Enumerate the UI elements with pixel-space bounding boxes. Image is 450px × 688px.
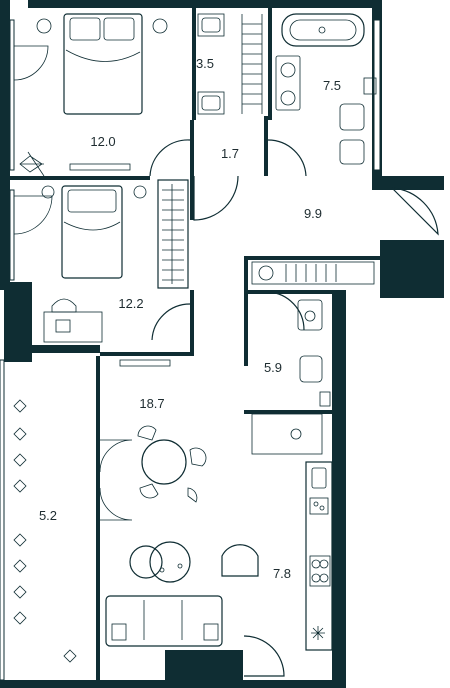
bedroom-2-furniture xyxy=(41,179,189,367)
bedroom-1-furniture xyxy=(19,13,168,177)
area-label-bathroom: 7.5 xyxy=(323,78,341,93)
area-label-balcony: 5.2 xyxy=(39,508,57,523)
bathroom-fixtures xyxy=(275,13,377,165)
toilet-fixtures xyxy=(197,13,263,115)
area-label-kitchen: 7.8 xyxy=(273,566,291,581)
balcony-plants xyxy=(13,399,77,663)
laundry-fixtures xyxy=(251,261,375,455)
area-label-hallway: 9.9 xyxy=(304,206,322,221)
area-labels: 12.0 3.5 7.5 1.7 9.9 12.2 5.9 18.7 5.2 7… xyxy=(39,56,341,581)
door-swings xyxy=(13,45,439,677)
area-label-laundry: 5.9 xyxy=(264,360,282,375)
area-label-bedroom-2: 12.2 xyxy=(118,296,143,311)
area-label-hall-small: 1.7 xyxy=(221,146,239,161)
living-room-furniture xyxy=(105,425,259,647)
kitchen-fixtures xyxy=(305,461,333,651)
windows xyxy=(0,19,381,681)
area-label-living-room: 18.7 xyxy=(139,396,164,411)
area-label-toilet: 3.5 xyxy=(196,56,214,71)
area-label-bedroom-1: 12.0 xyxy=(90,134,115,149)
